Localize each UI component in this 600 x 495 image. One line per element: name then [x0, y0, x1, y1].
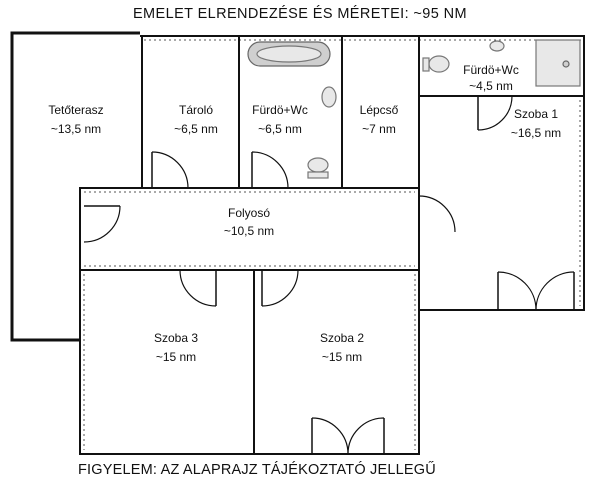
plan-title: EMELET ELRENDEZÉSE ÉS MÉRETEI: ~95 NM: [132, 6, 468, 22]
door-folyoso-arc: [83, 205, 121, 243]
toilet-icon: [307, 157, 329, 173]
sink-icon-2: [489, 40, 505, 52]
room-lepcso: Lépcső ~7 nm: [360, 103, 399, 136]
door-szoba2-right-arc: [347, 417, 385, 455]
room-furdo2: Fürdö+Wc ~4,5 nm: [463, 63, 519, 93]
room-szoba3: Szoba 3 ~15 nm: [154, 331, 198, 364]
door-szoba2-left-arc: [311, 417, 349, 455]
room-name: Fürdö+Wc: [463, 63, 519, 77]
shower-icon: [535, 39, 581, 87]
door-furdo2-arc: [477, 95, 513, 131]
room-name: Szoba 1: [514, 107, 558, 121]
door-furdo1-arc: [251, 151, 289, 189]
shower-drain-icon: [562, 60, 570, 68]
toilet-tank: [307, 171, 329, 179]
room-name: Szoba 3: [154, 331, 198, 345]
wall-szoba2: [253, 269, 420, 455]
room-szoba2: Szoba 2 ~15 nm: [320, 331, 364, 364]
room-area: ~4,5 nm: [469, 79, 513, 93]
sink-icon: [321, 86, 337, 108]
room-tetoterasz: Tetőterasz ~13,5 nm: [48, 103, 103, 136]
room-area: ~10,5 nm: [224, 224, 274, 238]
bathtub-basin: [256, 45, 322, 63]
room-area: ~6,5 nm: [258, 122, 302, 136]
door-szoba2-arc: [261, 269, 299, 307]
room-area: ~7 nm: [362, 122, 396, 136]
room-name: Folyosó: [228, 206, 270, 220]
disclaimer-footer: FIGYELEM: AZ ALAPRAJZ TÁJÉKOZTATÓ JELLEG…: [78, 462, 436, 478]
room-area: ~16,5 nm: [511, 126, 561, 140]
room-furdo1: Fürdö+Wc ~6,5 nm: [252, 103, 308, 136]
room-area: ~15 nm: [322, 350, 362, 364]
room-szoba1: Szoba 1 ~16,5 nm: [511, 107, 561, 140]
room-name: Szoba 2: [320, 331, 364, 345]
room-tarolo: Tároló ~6,5 nm: [174, 103, 218, 136]
room-area: ~13,5 nm: [51, 122, 101, 136]
room-name: Lépcső: [360, 103, 399, 117]
door-tarolo-arc: [151, 151, 189, 189]
folyoso-inner: [84, 191, 415, 267]
door-szoba1-right-arc: [535, 271, 575, 311]
toilet-icon-2: [428, 55, 450, 73]
door-szoba1-left-arc: [497, 271, 537, 311]
room-folyoso: Folyosó ~10,5 nm: [224, 206, 274, 238]
room-name: Tároló: [179, 103, 213, 117]
door-szoba3-arc: [179, 269, 217, 307]
room-name: Fürdö+Wc: [252, 103, 308, 117]
room-area: ~6,5 nm: [174, 122, 218, 136]
room-name: Tetőterasz: [48, 103, 103, 117]
toilet-tank-2: [422, 57, 430, 72]
terrace-outline: [10, 31, 140, 342]
door-szoba1-arc: [418, 195, 456, 233]
room-area: ~15 nm: [156, 350, 196, 364]
